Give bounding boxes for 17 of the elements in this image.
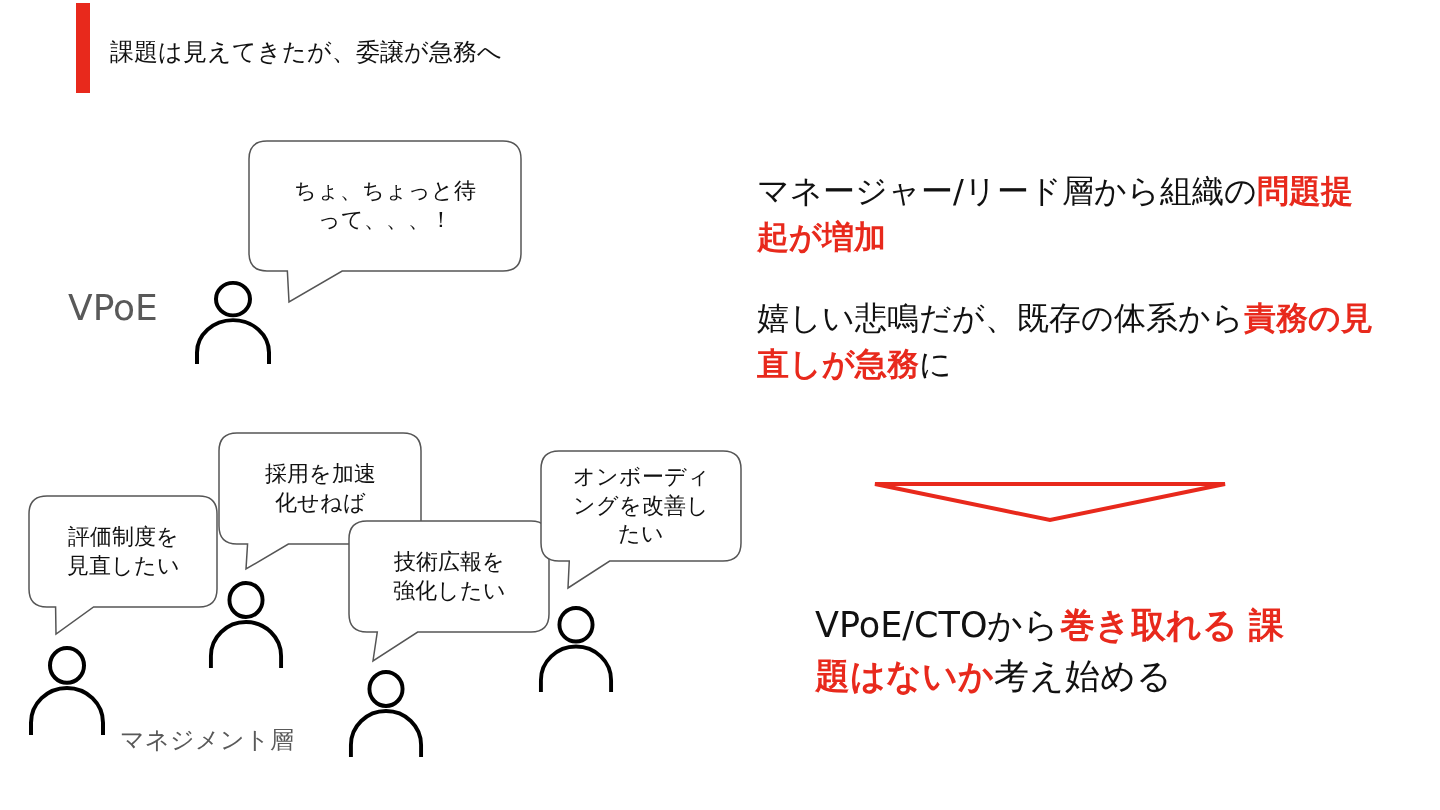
speech-text: 採用を加速化せねば — [263, 459, 377, 517]
person-icon — [538, 605, 614, 694]
statement-text: VPoE/CTOから巻き取れる 課題はないか考え始める — [815, 604, 1285, 698]
person-icon — [28, 645, 106, 737]
speech-text: ちょ、ちょっと待って、、、！ — [293, 177, 477, 234]
down-arrow — [873, 482, 1227, 523]
statement-text: 嬉しい悲鳴だが、既存の体系から責務の見直しが急務に — [757, 297, 1374, 386]
speech-text: オンボーディングを改善したい — [571, 463, 711, 549]
person-icon — [194, 280, 272, 366]
statement-text: マネージャー/リード層から組織の問題提起が増加 — [757, 171, 1354, 259]
person-icon — [348, 669, 424, 759]
role-label: VPoE — [68, 287, 158, 328]
group-label: マネジメント層 — [120, 725, 294, 756]
person-icon — [208, 580, 284, 670]
speech-text: 技術広報を強化したい — [391, 547, 507, 605]
speech-text: 評価制度を見直したい — [65, 522, 181, 580]
slide-title: 課題は見えてきたが、委譲が急務へ — [110, 37, 502, 68]
